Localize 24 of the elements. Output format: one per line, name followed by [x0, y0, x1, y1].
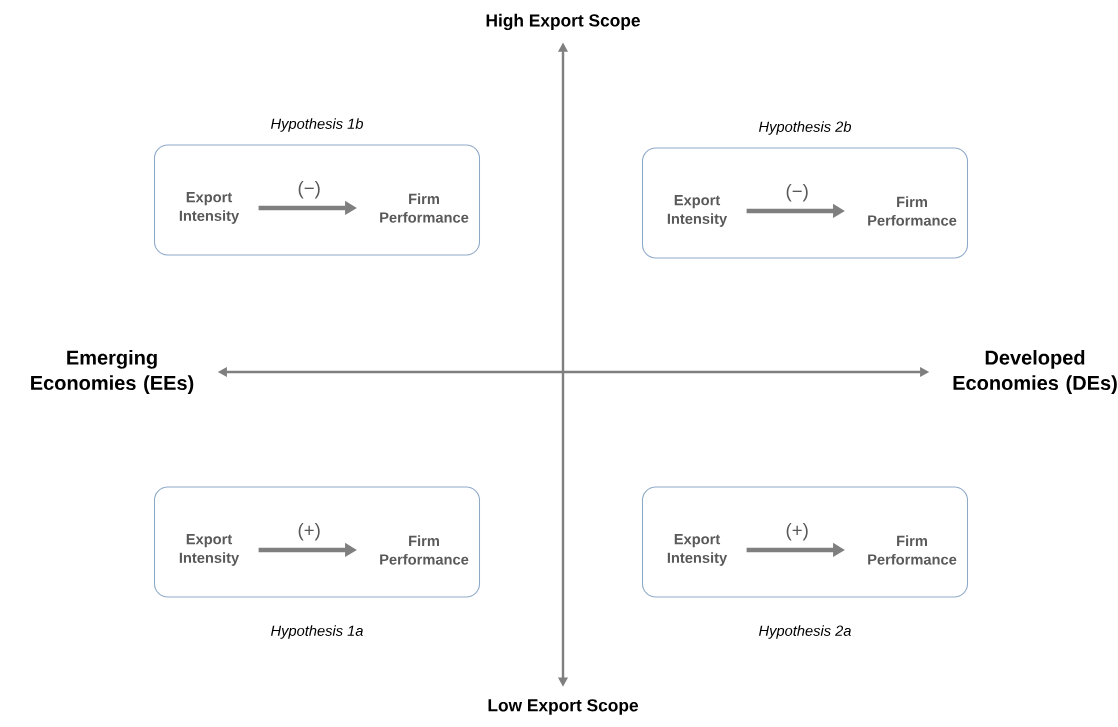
- quadrant-box: [153, 144, 481, 256]
- edge-label: (−): [786, 184, 808, 202]
- quadrant-box: [153, 486, 481, 598]
- variable-label: Export Intensity: [179, 534, 240, 566]
- edge-label: (+): [786, 523, 808, 541]
- axis-label: Developed Economies (DEs): [953, 350, 1117, 394]
- edge-label: (−): [298, 181, 320, 199]
- quadrant-box: [641, 486, 969, 598]
- hypothesis-label: Hypothesis 1b: [271, 118, 363, 132]
- hypothesis-label: Hypothesis 2a: [759, 625, 851, 639]
- axis-label: Emerging Economies (EEs): [31, 350, 194, 394]
- quadrant-box: [641, 147, 969, 259]
- axis-label: High Export Scope: [486, 13, 640, 31]
- edge-label: (+): [298, 523, 320, 541]
- variable-label: Firm Performance: [380, 535, 469, 565]
- axis-label: Low Export Scope: [488, 699, 638, 715]
- variable-label: Export Intensity: [667, 534, 728, 566]
- hypothesis-label: Hypothesis 1a: [271, 625, 363, 639]
- variable-label: Firm Performance: [868, 196, 957, 226]
- variable-label: Export Intensity: [667, 195, 728, 227]
- hypothesis-label: Hypothesis 2b: [759, 121, 851, 135]
- variable-label: Firm Performance: [380, 193, 469, 223]
- variable-label: Export Intensity: [179, 192, 240, 224]
- variable-label: Firm Performance: [868, 535, 957, 565]
